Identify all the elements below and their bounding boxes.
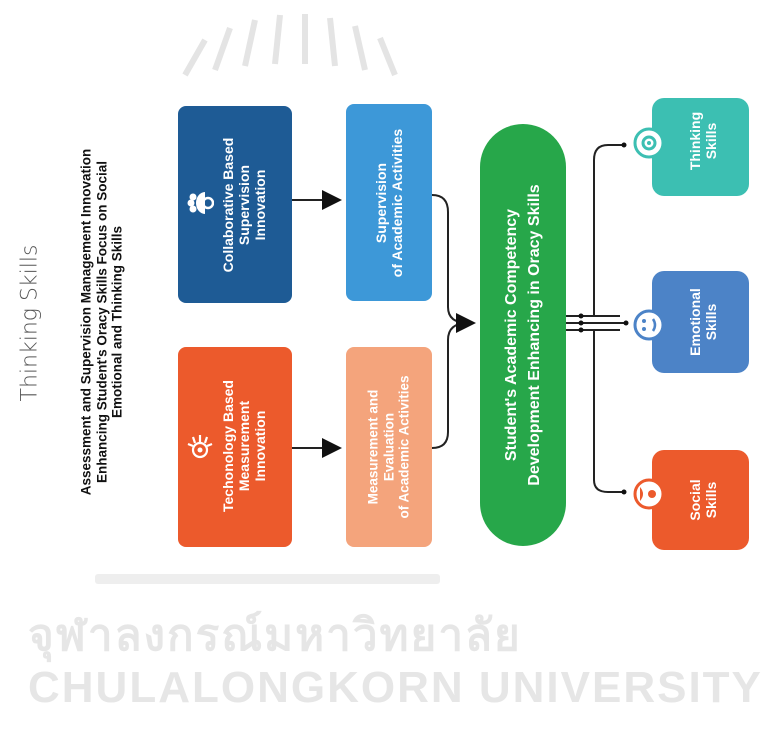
tech-gear-icon	[187, 435, 213, 459]
side-label: Thinking Skills	[17, 244, 43, 402]
diagram-title: Assessment and Supervision Management In…	[78, 148, 125, 496]
watermark-thai: จุฬาลงกรณ์มหาวิทยาลัย	[28, 610, 522, 661]
seal-watermark-icon	[182, 14, 398, 77]
branch-social	[593, 330, 622, 493]
emotional-skills-label: Emotional Skills	[686, 288, 719, 356]
emotion-face-icon	[633, 309, 665, 341]
technology-innovation-label: Techonology Based Measurement Innovation	[219, 380, 269, 512]
collaborative-innovation-label: Collaborative Based Supervision Innovati…	[219, 137, 269, 273]
team-gear-icon	[187, 192, 214, 214]
watermark-base-bar	[95, 574, 440, 584]
bracket-supervision	[431, 194, 469, 324]
watermark-english: CHULALONGKORN UNIVERSITY	[28, 663, 763, 712]
social-skills-label: Social Skills	[686, 479, 719, 521]
bracket-measurement	[431, 322, 469, 449]
emotional-skills-box	[652, 271, 749, 373]
measurement-activities-label: Measurement and Evaluation of Academic A…	[365, 375, 412, 519]
center-competency-pill	[480, 124, 566, 546]
branch-thinking	[593, 144, 622, 316]
thinking-skills-label: Thinking Skills	[686, 111, 719, 171]
social-skills-box	[652, 450, 749, 550]
social-person-icon	[633, 478, 665, 510]
supervision-activities-box	[346, 104, 432, 301]
supervision-activities-label: Supervision of Academic Activities	[372, 128, 405, 278]
thinking-skills-box	[652, 98, 749, 196]
center-competency-label: Student's Academic Competency Developmen…	[502, 184, 543, 486]
thinking-gear-icon	[633, 127, 665, 159]
measurement-activities-box	[346, 347, 432, 547]
technology-innovation-box	[178, 347, 292, 547]
